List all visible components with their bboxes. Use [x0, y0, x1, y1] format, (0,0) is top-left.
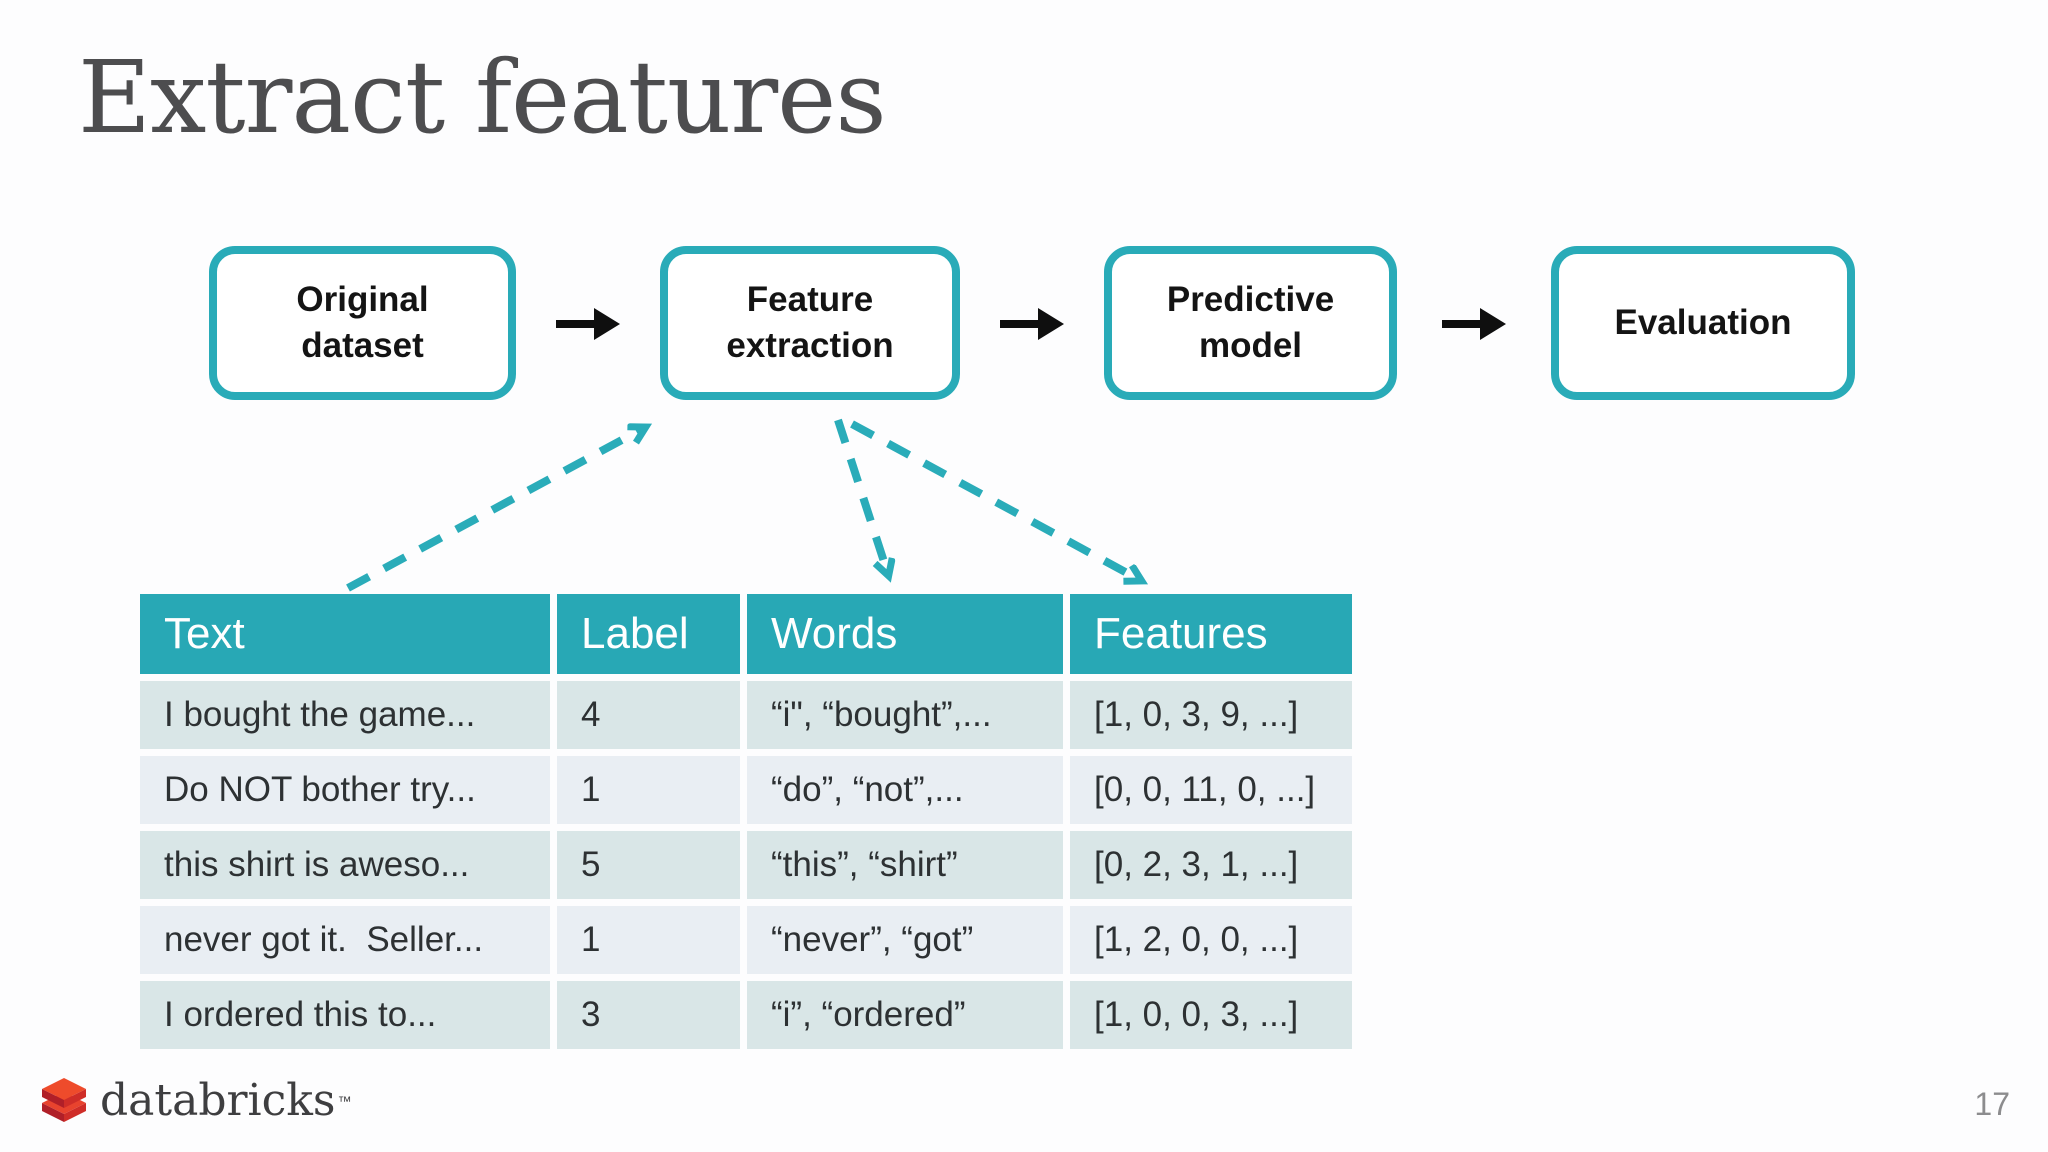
table-cell: “i”, “ordered” — [747, 981, 1063, 1049]
table-cell: [0, 0, 11, 0, ...] — [1070, 756, 1352, 824]
table-cell: [1, 2, 0, 0, ...] — [1070, 906, 1352, 974]
dataset-table: Text Label Words Features I bought the g… — [140, 594, 1352, 1049]
databricks-wordmark: databricks — [100, 1075, 336, 1126]
column-header-words: Words — [747, 594, 1063, 674]
table-cell: 1 — [557, 756, 740, 824]
flow-box-feature-extraction: Feature extraction — [660, 246, 960, 400]
right-arrow-icon — [1000, 308, 1064, 340]
table-cell: I ordered this to... — [140, 981, 550, 1049]
table-cell: [1, 0, 3, 9, ...] — [1070, 681, 1352, 749]
table-cell: “do”, “not”,... — [747, 756, 1063, 824]
table-cell: 5 — [557, 831, 740, 899]
right-arrow-icon — [556, 308, 620, 340]
dashed-arrow-extraction-to-features — [850, 420, 1140, 580]
column-header-text: Text — [140, 594, 550, 674]
column-header-features: Features — [1070, 594, 1352, 674]
trademark-symbol: ™ — [337, 1093, 352, 1109]
table-cell: [1, 0, 0, 3, ...] — [1070, 981, 1352, 1049]
databricks-bricks-icon — [42, 1078, 86, 1122]
table-cell: Do NOT bother try... — [140, 756, 550, 824]
page-title: Extract features — [78, 39, 887, 156]
flow-box-original-dataset: Original dataset — [209, 246, 516, 400]
table-cell: [0, 2, 3, 1, ...] — [1070, 831, 1352, 899]
table-cell: never got it. Seller... — [140, 906, 550, 974]
table-cell: 1 — [557, 906, 740, 974]
table-cell: 4 — [557, 681, 740, 749]
right-arrow-icon — [1442, 308, 1506, 340]
table-cell: 3 — [557, 981, 740, 1049]
dashed-arrow-extraction-to-words — [834, 418, 888, 574]
page-number: 17 — [1974, 1086, 2010, 1122]
table-cell: I bought the game... — [140, 681, 550, 749]
table-cell: “i", “bought”,... — [747, 681, 1063, 749]
column-header-label: Label — [557, 594, 740, 674]
dashed-arrow-table-to-extraction — [346, 428, 644, 592]
table-cell: “never”, “got” — [747, 906, 1063, 974]
table-cell: “this”, “shirt” — [747, 831, 1063, 899]
flow-box-evaluation: Evaluation — [1551, 246, 1855, 400]
table-cell: this shirt is aweso... — [140, 831, 550, 899]
flow-box-predictive-model: Predictive model — [1104, 246, 1397, 400]
